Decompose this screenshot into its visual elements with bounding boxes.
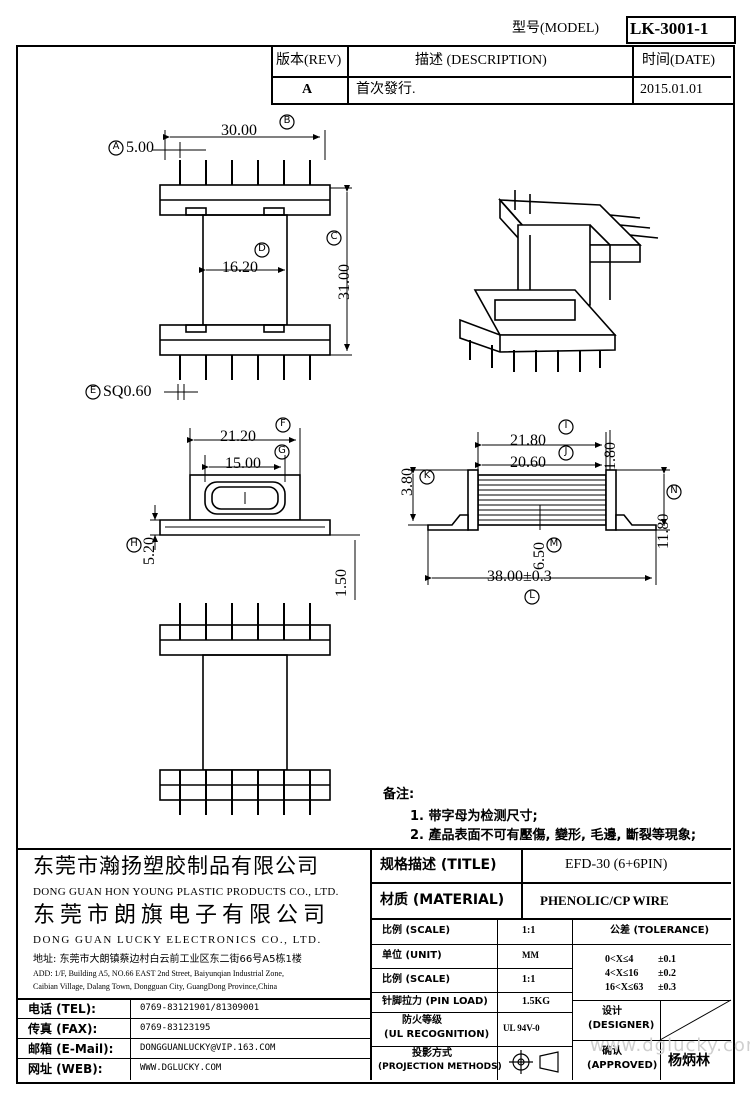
- company-cn-2: 东莞市朗旗电子有限公司: [33, 903, 331, 928]
- marker-j: J: [564, 446, 568, 457]
- unit-value: MM: [522, 950, 539, 960]
- pinload-label: 针脚拉力 (PIN LOAD): [382, 996, 488, 1007]
- ul-label-2: (UL RECOGNITION): [384, 1029, 490, 1040]
- model-label: 型号(MODEL): [512, 21, 600, 36]
- side-view: [408, 430, 670, 585]
- company-address-cn: 地址: 东莞市大朗镇蔡边村白云前工业区东二街66号A5栋1楼: [33, 954, 302, 965]
- contact-tel-value[interactable]: 0769-83121901/81309001: [140, 1003, 260, 1013]
- model-value: LK-3001-1: [630, 19, 709, 38]
- company-en-2: DONG GUAN LUCKY ELECTRONICS CO., LTD.: [33, 934, 322, 946]
- dim-a: 5.00: [126, 139, 154, 156]
- dim-top-width: 30.00: [221, 122, 257, 139]
- dim-slot-width: 15.00: [225, 455, 261, 472]
- company-cn-1: 东莞市瀚扬塑胶制品有限公司: [33, 854, 319, 878]
- contact-email-value[interactable]: DONGGUANLUCKY@VIP.163.COM: [140, 1043, 276, 1053]
- dim-pin: SQ0.60: [103, 383, 152, 400]
- scale-label-1: 比例 (SCALE): [382, 925, 451, 936]
- approved-value: 杨炳林: [668, 1053, 710, 1069]
- tol-value-3: ±0.3: [658, 982, 676, 993]
- revision-table: [271, 45, 733, 105]
- dim-side-total: 38.00±0.3: [487, 568, 552, 585]
- company-address-en-2: Caibian Village, Dalang Town, Dongguan C…: [33, 982, 278, 991]
- contact-fax-label: 传真 (FAX):: [28, 1022, 98, 1036]
- drawing-frame: [16, 45, 735, 1084]
- notes-line-1: 1. 带字母为检测尺寸;: [410, 809, 538, 824]
- date-header: 时间(DATE): [642, 53, 716, 68]
- tol-value-2: ±0.2: [658, 968, 676, 979]
- scale-label-2: 比例 (SCALE): [382, 974, 451, 985]
- tolerance-header: 公差 (TOLERANCE): [610, 925, 710, 936]
- dim-end-height: 5.20: [141, 537, 158, 565]
- marker-b: B: [283, 115, 291, 126]
- dim-side-right-top: 1.80: [602, 442, 619, 470]
- approved-label-1: 确认: [602, 1046, 622, 1057]
- tol-range-1: 0<X≤4: [605, 954, 634, 965]
- dim-height: 31.00: [336, 264, 353, 300]
- designer-label-1: 设计: [602, 1006, 622, 1017]
- dim-side-inner: 20.60: [510, 454, 546, 471]
- dim-side-right-h: 11.80: [655, 513, 672, 549]
- proj-label-1: 投影方式: [412, 1048, 452, 1059]
- contact-web-label: 网址 (WEB):: [28, 1062, 103, 1076]
- marker-k: K: [423, 470, 431, 481]
- iso-view: [459, 190, 659, 372]
- dim-side-left-h: 3.80: [399, 468, 416, 496]
- spec-title-value: EFD-30 (6+6PIN): [565, 857, 668, 872]
- spec-title-label: 规格描述 (TITLE): [380, 857, 497, 873]
- watermark: www.dglucky.com: [590, 1035, 750, 1056]
- company-address-en-1: ADD: 1/F, Building A5, NO.66 EAST 2nd St…: [33, 969, 284, 978]
- scale-value-1: 1:1: [522, 925, 536, 936]
- date-value: 2015.01.01: [640, 82, 703, 97]
- ul-label-1: 防火等级: [402, 1015, 442, 1026]
- marker-d: D: [258, 243, 266, 254]
- proj-label-2: (PROJECTION METHODS): [378, 1062, 502, 1072]
- dim-inner-width: 16.20: [222, 259, 258, 276]
- marker-l: L: [529, 590, 535, 601]
- marker-i: I: [564, 420, 568, 431]
- marker-h: H: [130, 538, 138, 549]
- marker-e: E: [89, 385, 97, 396]
- ul-value: UL 94V-0: [503, 1023, 540, 1033]
- desc-value: 首次發行.: [356, 82, 416, 97]
- notes-line-2: 2. 產品表面不可有壓傷, 變形, 毛邊, 斷裂等現象;: [410, 828, 697, 843]
- rev-value: A: [302, 82, 313, 97]
- tol-range-2: 4<X≤16: [605, 968, 639, 979]
- company-en-1: DONG GUAN HON YOUNG PLASTIC PRODUCTS CO.…: [33, 886, 339, 898]
- rev-header: 版本(REV): [276, 53, 342, 68]
- end-view: [150, 428, 360, 600]
- designer-label-2: (DESIGNER): [588, 1020, 655, 1031]
- marker-a: A: [112, 141, 120, 152]
- marker-f: F: [280, 418, 286, 429]
- unit-label: 单位 (UNIT): [382, 950, 442, 961]
- model-box: [626, 16, 736, 44]
- scale-value-2: 1:1: [522, 974, 536, 985]
- marker-g: G: [278, 445, 286, 456]
- dim-side-top: 21.80: [510, 432, 546, 449]
- dim-pin-len: 1.50: [333, 569, 350, 597]
- tol-range-3: 16<X≤63: [605, 982, 644, 993]
- desc-header: 描述 (DESCRIPTION): [415, 53, 547, 68]
- approved-label-2: (APPROVED): [587, 1060, 658, 1071]
- tol-value-1: ±0.1: [658, 954, 676, 965]
- spec-material-label: 材质 (MATERIAL): [380, 892, 505, 908]
- marker-m: M: [549, 538, 559, 549]
- dim-end-width: 21.20: [220, 428, 256, 445]
- marker-n: N: [670, 485, 678, 496]
- contact-web-value[interactable]: WWW.DGLUCKY.COM: [140, 1063, 222, 1073]
- contact-fax-value[interactable]: 0769-83123195: [140, 1023, 211, 1033]
- spec-material-value: PHENOLIC/CP WIRE: [540, 893, 669, 908]
- contact-email-label: 邮箱 (E-Mail):: [28, 1042, 114, 1056]
- dim-side-center: 6.50: [531, 542, 548, 570]
- top-view: [152, 130, 352, 400]
- marker-c: C: [330, 231, 338, 242]
- pinload-value: 1.5KG: [522, 996, 551, 1007]
- bottom-view: [159, 603, 331, 815]
- notes-title: 备注:: [383, 787, 415, 802]
- contact-tel-label: 电话 (TEL):: [28, 1002, 96, 1016]
